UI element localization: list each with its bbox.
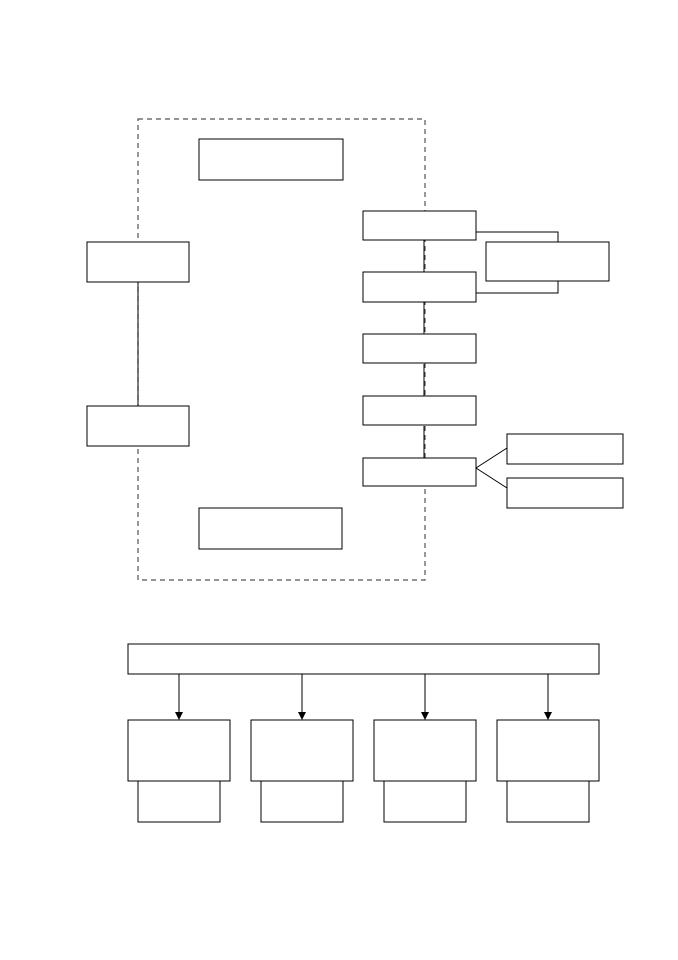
box-chain-3 bbox=[362, 333, 477, 364]
box-child-4-sub bbox=[506, 780, 590, 823]
box-left-lower bbox=[86, 405, 190, 447]
box-child-2-sub bbox=[260, 780, 344, 823]
box-chain-5 bbox=[362, 457, 477, 487]
box-child-1-sub bbox=[137, 780, 221, 823]
connector-branch-lower bbox=[475, 467, 508, 489]
box-chain-4 bbox=[362, 395, 477, 426]
box-branch-upper bbox=[506, 433, 624, 465]
box-child-3 bbox=[373, 719, 477, 782]
box-bottom-center bbox=[198, 507, 343, 550]
box-side-bracket bbox=[485, 241, 610, 282]
box-left-upper bbox=[86, 241, 190, 283]
connector-bracket-bottom bbox=[476, 281, 559, 294]
connector-branch-upper bbox=[475, 447, 508, 469]
box-child-3-sub bbox=[383, 780, 467, 823]
box-branch-lower bbox=[506, 477, 624, 509]
box-chain-1 bbox=[362, 210, 477, 241]
box-child-2 bbox=[250, 719, 354, 782]
box-chain-2 bbox=[362, 271, 477, 303]
box-child-4 bbox=[496, 719, 600, 782]
box-header-bar bbox=[127, 643, 600, 675]
box-child-1 bbox=[127, 719, 231, 782]
connector-bracket-top bbox=[476, 231, 559, 242]
box-top-center bbox=[198, 138, 344, 181]
